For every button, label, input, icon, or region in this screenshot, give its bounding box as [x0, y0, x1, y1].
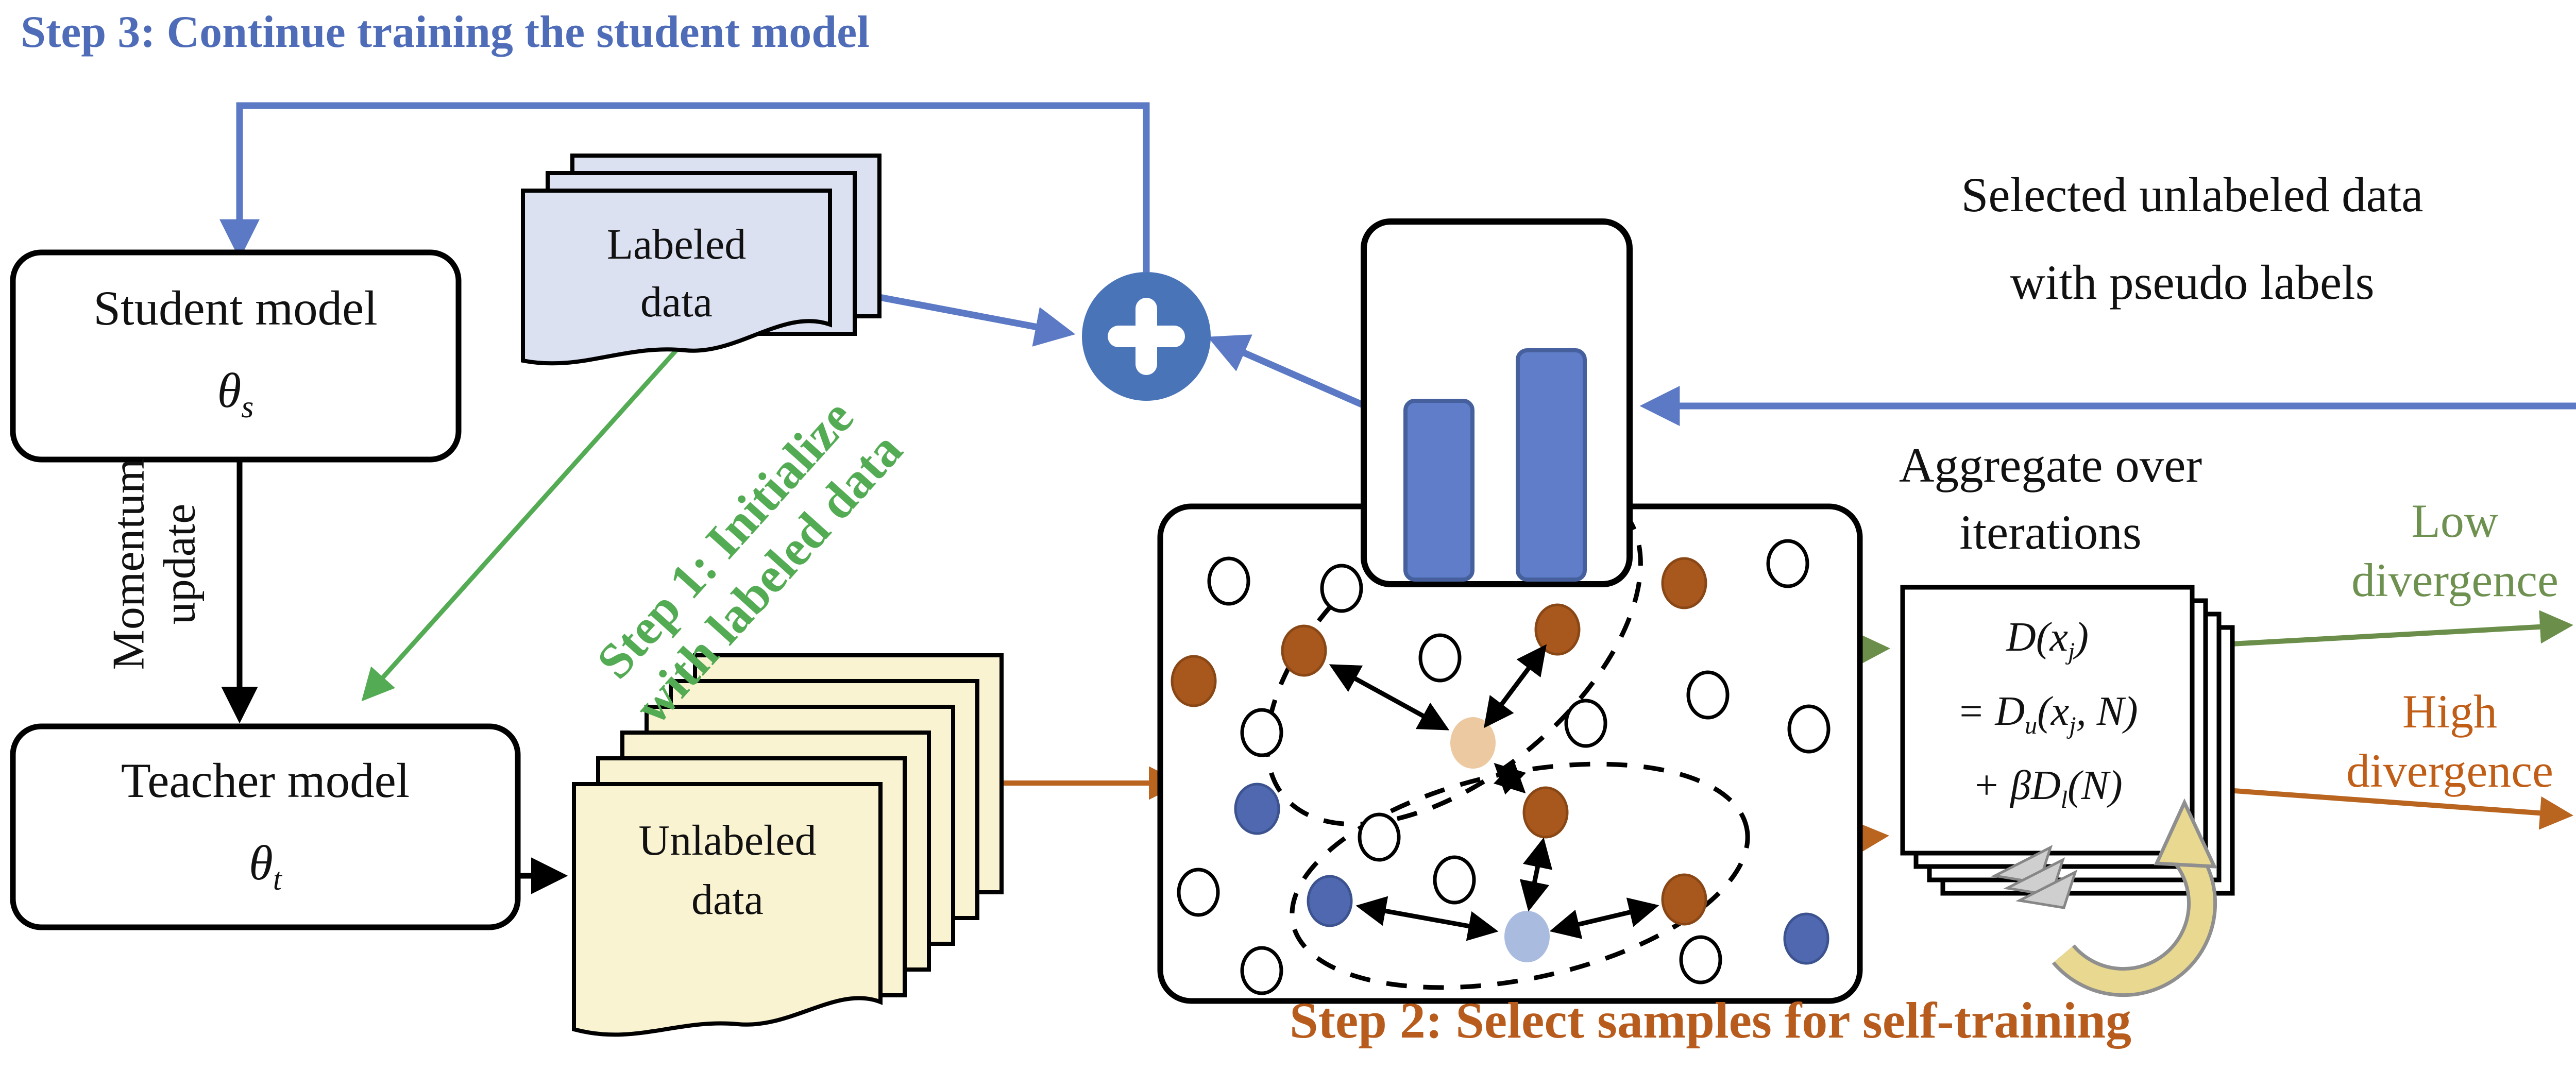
- formula-sheet-front: [1900, 585, 2195, 856]
- sample-dot-class-a: [1171, 655, 1217, 707]
- sample-dot-unlabeled: [1564, 699, 1607, 748]
- sample-dot-class-b: [1783, 912, 1829, 965]
- formula-text: D(xj) = Du(xj, N) + βDl(N): [1957, 600, 2138, 823]
- labeled-page-front: [521, 189, 832, 366]
- high-divergence-label-1: High: [2402, 685, 2497, 738]
- sample-dot-class-a: [1661, 873, 1707, 926]
- sample-dot-class-a: [1522, 786, 1569, 839]
- query-dot-a: [1450, 717, 1496, 769]
- step1-initialize-arrow: [361, 346, 681, 702]
- selected-data-label-1: Selected unlabeled data: [1961, 167, 2424, 222]
- sample-dot-unlabeled: [1320, 564, 1363, 613]
- low-divergence-label-2: divergence: [2351, 554, 2558, 606]
- student-param: θs: [217, 363, 254, 424]
- loop-arrow-icon: [2052, 798, 2217, 997]
- sample-dot-unlabeled: [1766, 539, 1809, 588]
- aggregate-label-1: Aggregate over: [1899, 438, 2202, 492]
- sample-dot-class-a: [1281, 624, 1327, 677]
- neighbor-arrow: [1355, 896, 1499, 941]
- neighbor-arrow: [1549, 897, 1659, 939]
- step2-title: Step 2: Select samples for self-training: [1289, 992, 2132, 1049]
- unlabeled-data-label-1: Unlabeled: [638, 817, 817, 864]
- labeled-data-stack: [521, 154, 882, 366]
- bar-chart-icon: [1361, 218, 1633, 587]
- sample-dot-unlabeled: [1358, 812, 1401, 862]
- labeled-sample-dots: [1171, 557, 1829, 965]
- labeled-data-label-1: Labeled: [606, 220, 747, 268]
- student-model-box: [10, 249, 462, 463]
- selected-data-label-2: with pseudo labels: [2010, 255, 2375, 310]
- neighbor-arrow: [1493, 761, 1527, 795]
- sample-dot-class-a: [1661, 557, 1707, 609]
- sample-dot-unlabeled: [1418, 633, 1462, 683]
- teacher-param: θt: [249, 836, 282, 897]
- neighbor-arrow: [1483, 644, 1547, 728]
- teacher-model-label: Teacher model: [121, 753, 410, 808]
- student-model-label: Student model: [93, 281, 378, 335]
- sample-dot-unlabeled: [1686, 670, 1730, 720]
- step3-loop-arrow: [219, 102, 1150, 272]
- formula-line: + βDl(N): [1972, 763, 2123, 813]
- sample-dot-class-b: [1234, 783, 1280, 835]
- page-flip-corner: [1991, 845, 2078, 909]
- labeled-to-plus-arrow: [878, 294, 1076, 347]
- formula-card-stack: [1900, 585, 2235, 896]
- neighbor-arrow: [1519, 837, 1553, 912]
- high-divergence-label-2: divergence: [2346, 744, 2553, 797]
- low-divergence-arrow: [2212, 610, 2573, 648]
- neighbor-arrow: [1329, 664, 1450, 731]
- plus-icon: [1082, 272, 1211, 401]
- sample-dot-unlabeled: [1240, 708, 1283, 757]
- sample-dot-unlabeled: [1679, 935, 1722, 984]
- teacher-model-box: [10, 723, 521, 930]
- unlabeled-data-stack: [572, 653, 1004, 1037]
- formula-line: = Du(xj, N): [1957, 689, 2138, 739]
- low-divergence-label-1: Low: [2411, 495, 2499, 547]
- high-divergence-arrow: [2212, 787, 2573, 830]
- sample-dot-unlabeled: [1787, 704, 1831, 754]
- labeled-data-label-2: data: [640, 278, 713, 326]
- barchart-to-plus-arrow: [1207, 334, 1367, 409]
- sample-dot-unlabeled: [1207, 556, 1250, 606]
- sample-dot-unlabeled: [1177, 868, 1220, 917]
- sample-dot-class-b: [1307, 875, 1353, 927]
- sample-dot-unlabeled: [1433, 855, 1476, 905]
- step3-title: Step 3: Continue training the student mo…: [21, 7, 870, 57]
- aggregate-label-2: iterations: [1959, 505, 2142, 559]
- sample-dot-class-a: [1534, 603, 1581, 656]
- check-to-barchart-arrow: [1639, 386, 2576, 426]
- formula-line: D(xj): [2006, 615, 2089, 665]
- neighbor-arrows: [1329, 644, 1659, 941]
- unlabeled-page-front: [572, 782, 883, 1037]
- sample-dot-unlabeled: [1240, 946, 1283, 995]
- unlabeled-data-label-2: data: [691, 876, 764, 924]
- query-dot-b: [1504, 911, 1550, 962]
